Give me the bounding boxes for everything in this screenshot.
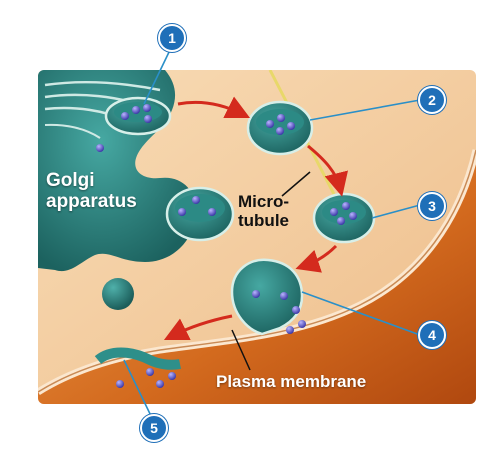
microtubule-label-line2: tubule (238, 211, 289, 231)
microtubule-pointer (281, 171, 311, 197)
fusing-vesicle-4 (230, 258, 304, 336)
leader-2 (309, 99, 421, 121)
microtubule-label-line1: Micro- (238, 192, 289, 211)
membrane-pointer (231, 329, 251, 371)
step-badge-2: 2 (418, 86, 446, 114)
fused-membrane-5 (94, 347, 181, 370)
arrow-4-5 (163, 314, 233, 341)
step-badge-3: 3 (418, 192, 446, 220)
leader-1 (143, 49, 171, 105)
small-vesicle (102, 278, 134, 310)
leader-3 (371, 204, 421, 219)
arrow-1-2 (177, 96, 251, 119)
arrow-2-3 (307, 144, 348, 197)
extracellular-space (38, 150, 476, 404)
golgi-label: Golgi apparatus (46, 170, 137, 213)
leader-4 (301, 291, 421, 336)
step-badge-5: 5 (140, 414, 168, 442)
golgi-label-line2: apparatus (46, 191, 137, 213)
leader-5 (123, 359, 153, 419)
plasma-membrane-label: Plasma membrane (216, 372, 367, 391)
step-badge-4: 4 (418, 321, 446, 349)
step-badge-1: 1 (158, 24, 186, 52)
golgi-label-line1: Golgi (46, 170, 95, 191)
arrow-3-4 (295, 244, 338, 273)
microtubule-label: Micro- tubule (238, 192, 289, 230)
